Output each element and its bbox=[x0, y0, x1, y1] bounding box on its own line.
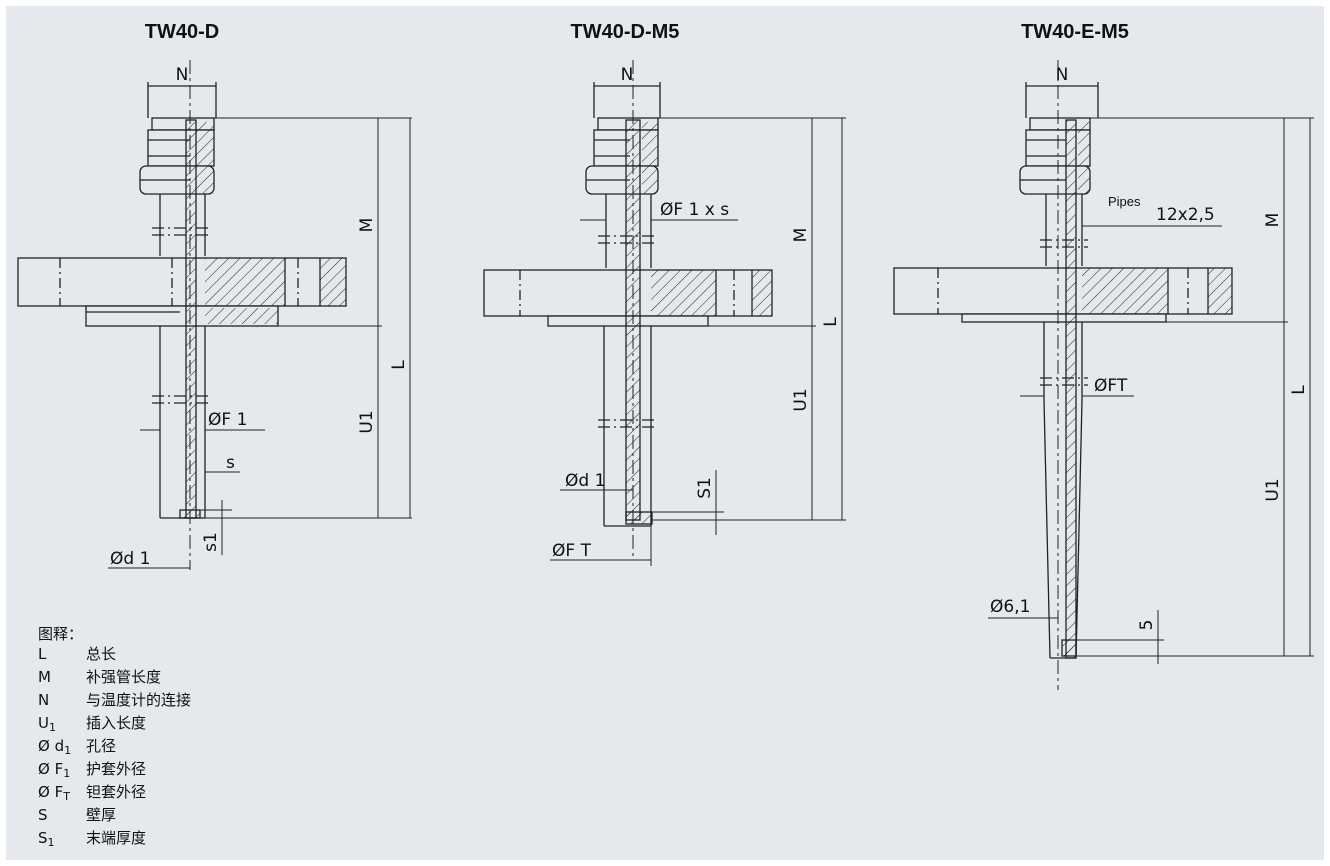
legend-desc: 孔径 bbox=[86, 737, 117, 755]
legend-symbol: M bbox=[38, 668, 51, 686]
dim-u1-1: U1 bbox=[357, 410, 377, 433]
legend-row: U1 插入长度 bbox=[38, 714, 191, 737]
legend-symbol: N bbox=[38, 691, 50, 709]
legend-symbol-sub: 1 bbox=[47, 836, 55, 849]
legend-symbol: L bbox=[38, 645, 47, 663]
dim-u1-3: U1 bbox=[1263, 478, 1283, 501]
title-tw40-d-m5: TW40-D-M5 bbox=[571, 21, 680, 43]
legend-desc: 钽套外径 bbox=[86, 783, 147, 801]
legend-desc: 补强管长度 bbox=[86, 668, 162, 686]
legend-row: Ø FT 钽套外径 bbox=[38, 783, 191, 806]
dim-d1-2: Ød 1 bbox=[565, 471, 605, 491]
legend-symbol-sub: T bbox=[63, 790, 70, 803]
legend-symbol-sub: 1 bbox=[63, 767, 71, 780]
legend-desc: 护套外径 bbox=[86, 760, 147, 778]
dims-tw40-d-m5: N M L U1 ØF 1 x s Ød 1 S1 ØF T bbox=[552, 65, 841, 561]
dim-5: 5 bbox=[1137, 620, 1157, 631]
dim-m-3: M bbox=[1263, 213, 1283, 228]
legend-row: M 补强管长度 bbox=[38, 668, 191, 691]
legend-symbol: Ø d bbox=[38, 737, 65, 755]
legend-desc: 插入长度 bbox=[86, 714, 147, 732]
dims-tw40-d: N M L U1 ØF 1 s s1 Ød 1 bbox=[110, 65, 409, 569]
legend-desc: 与温度计的连接 bbox=[86, 691, 192, 709]
dim-s-1: s bbox=[226, 453, 235, 473]
legend-row: N 与温度计的连接 bbox=[38, 691, 191, 714]
pipes-label: Pipes bbox=[1108, 194, 1141, 209]
dims-tw40-e-m5: N M L U1 Pipes 12x2,5 ØFT Ø6,1 5 bbox=[990, 65, 1309, 630]
legend-row: Ø d1 孔径 bbox=[38, 737, 191, 760]
legend-symbol: S bbox=[38, 829, 48, 847]
legend-symbol: Ø F bbox=[38, 760, 64, 778]
drawing-tw40-d bbox=[17, 60, 412, 570]
legend-row: S 壁厚 bbox=[38, 806, 191, 829]
dim-l-3: L bbox=[1289, 385, 1309, 395]
dim-ft-3: ØFT bbox=[1094, 376, 1128, 396]
dim-n-1: N bbox=[176, 65, 189, 85]
drawing-tw40-e-m5 bbox=[893, 60, 1314, 690]
legend-desc: 总长 bbox=[86, 645, 117, 663]
legend-desc: 末端厚度 bbox=[86, 829, 147, 847]
legend-desc: 壁厚 bbox=[86, 806, 117, 824]
dim-l-1: L bbox=[389, 360, 409, 370]
pipes-value: 12x2,5 bbox=[1156, 205, 1215, 225]
legend-symbol-sub: 1 bbox=[48, 721, 56, 734]
title-tw40-e-m5: TW40-E-M5 bbox=[1021, 21, 1129, 43]
dim-f1-1: ØF 1 bbox=[208, 410, 247, 430]
dim-s1-1: s1 bbox=[201, 532, 221, 552]
title-tw40-d: TW40-D bbox=[145, 21, 219, 43]
legend-symbol-sub: 1 bbox=[64, 744, 72, 757]
dim-s1-2: S1 bbox=[695, 477, 715, 499]
dim-ft-2: ØF T bbox=[552, 541, 592, 561]
dim-u1-2: U1 bbox=[791, 388, 811, 411]
drawing-background bbox=[6, 6, 1324, 860]
dim-m-1: M bbox=[357, 218, 377, 233]
dim-n-3: N bbox=[1056, 65, 1069, 85]
dim-d61: Ø6,1 bbox=[990, 597, 1030, 617]
drawing-tw40-d-m5 bbox=[483, 60, 846, 566]
legend-symbol: U bbox=[38, 714, 49, 732]
legend-row: L 总长 bbox=[38, 645, 191, 668]
dim-d1-1: Ød 1 bbox=[110, 549, 150, 569]
legend-symbol: Ø F bbox=[38, 783, 64, 801]
legend-row: Ø F1 护套外径 bbox=[38, 760, 191, 783]
dim-m-2: M bbox=[791, 228, 811, 243]
dim-f1xs: ØF 1 x s bbox=[660, 200, 729, 220]
dim-l-2: L bbox=[821, 317, 841, 327]
dim-n-2: N bbox=[621, 65, 634, 85]
legend-heading: 图释： bbox=[38, 625, 84, 643]
legend-row: S1 末端厚度 bbox=[38, 829, 191, 852]
legend-symbol: S bbox=[38, 806, 48, 824]
